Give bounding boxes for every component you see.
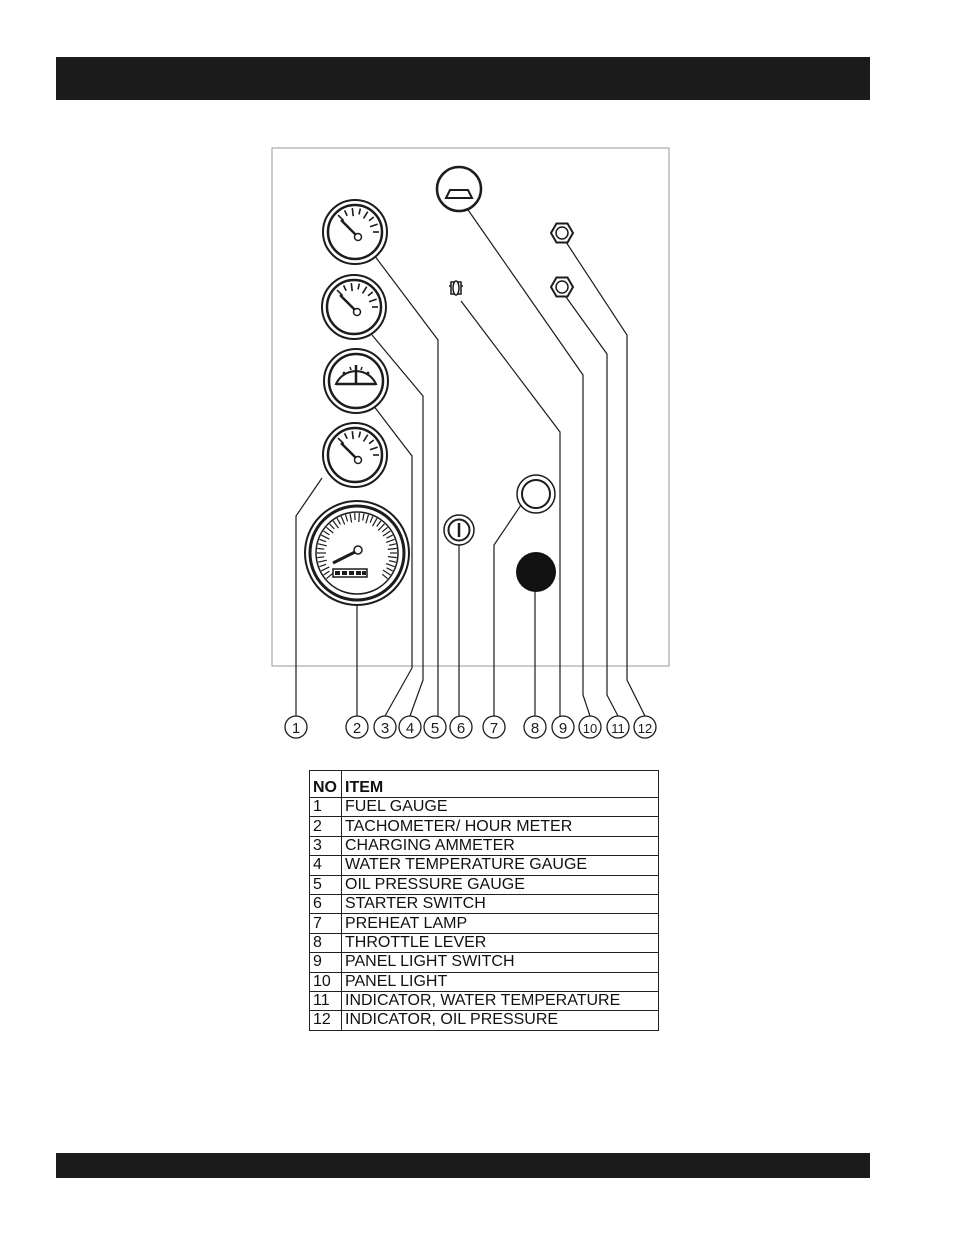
- water-temperature-indicator-icon: [551, 278, 573, 297]
- callout-label: 10: [583, 721, 597, 736]
- row-item: STARTER SWITCH: [342, 894, 659, 913]
- fuel-gauge-icon: [323, 423, 387, 487]
- header-no: NO: [310, 771, 342, 798]
- starter-switch-icon: [444, 515, 474, 545]
- toggle-switch-icon: [449, 281, 463, 295]
- callout-label: 4: [406, 720, 414, 737]
- row-no: 6: [310, 894, 342, 913]
- row-item: INDICATOR, WATER TEMPERATURE: [342, 991, 659, 1010]
- callout-3: 3: [374, 716, 396, 738]
- row-no: 8: [310, 933, 342, 952]
- row-no: 10: [310, 972, 342, 991]
- callout-1: 1: [285, 716, 307, 738]
- callout-label: 7: [490, 720, 498, 737]
- row-item: CHARGING AMMETER: [342, 836, 659, 855]
- callout-9: 9: [552, 716, 574, 738]
- row-no: 12: [310, 1011, 342, 1030]
- row-item: FUEL GAUGE: [342, 798, 659, 817]
- row-item: OIL PRESSURE GAUGE: [342, 875, 659, 894]
- callout-label: 1: [292, 720, 300, 737]
- throttle-lever-knob-icon: [516, 552, 556, 592]
- oil-pressure-indicator-icon: [551, 224, 573, 243]
- callout-6: 6: [450, 716, 472, 738]
- callout-10: 10: [579, 716, 601, 738]
- row-item: PANEL LIGHT SWITCH: [342, 953, 659, 972]
- preheat-lamp-icon: [517, 475, 555, 513]
- row-item: PANEL LIGHT: [342, 972, 659, 991]
- row-no: 7: [310, 914, 342, 933]
- water-temperature-gauge-icon: [322, 275, 386, 339]
- row-item: PREHEAT LAMP: [342, 914, 659, 933]
- row-no: 1: [310, 798, 342, 817]
- callout-4: 4: [399, 716, 421, 738]
- tachometer-icon: [305, 501, 409, 605]
- callout-label: 12: [638, 721, 652, 736]
- row-no: 9: [310, 953, 342, 972]
- callout-label: 6: [457, 720, 465, 737]
- callout-12: 12: [634, 716, 656, 738]
- row-no: 2: [310, 817, 342, 836]
- row-no: 4: [310, 856, 342, 875]
- callout-label: 11: [611, 721, 625, 736]
- row-no: 5: [310, 875, 342, 894]
- callout-5: 5: [424, 716, 446, 738]
- callout-11: 11: [607, 716, 629, 738]
- callout-label: 8: [531, 720, 539, 737]
- oil-pressure-gauge-icon: [323, 200, 387, 264]
- row-item: WATER TEMPERATURE GAUGE: [342, 856, 659, 875]
- panel-light-icon: [437, 167, 481, 211]
- callout-label: 9: [559, 720, 567, 737]
- callout-2: 2: [346, 716, 368, 738]
- table-header-row: NO ITEM: [310, 771, 659, 798]
- row-item: INDICATOR, OIL PRESSURE: [342, 1011, 659, 1030]
- header-item: ITEM: [342, 771, 659, 798]
- callout-label: 5: [431, 720, 439, 737]
- callout-label: 3: [381, 720, 389, 737]
- callout-label: 2: [353, 720, 361, 737]
- callout-7: 7: [483, 716, 505, 738]
- callout-8: 8: [524, 716, 546, 738]
- row-item: TACHOMETER/ HOUR METER: [342, 817, 659, 836]
- row-no: 11: [310, 991, 342, 1010]
- ammeter-icon: [324, 349, 388, 413]
- row-no: 3: [310, 836, 342, 855]
- row-item: THROTTLE LEVER: [342, 933, 659, 952]
